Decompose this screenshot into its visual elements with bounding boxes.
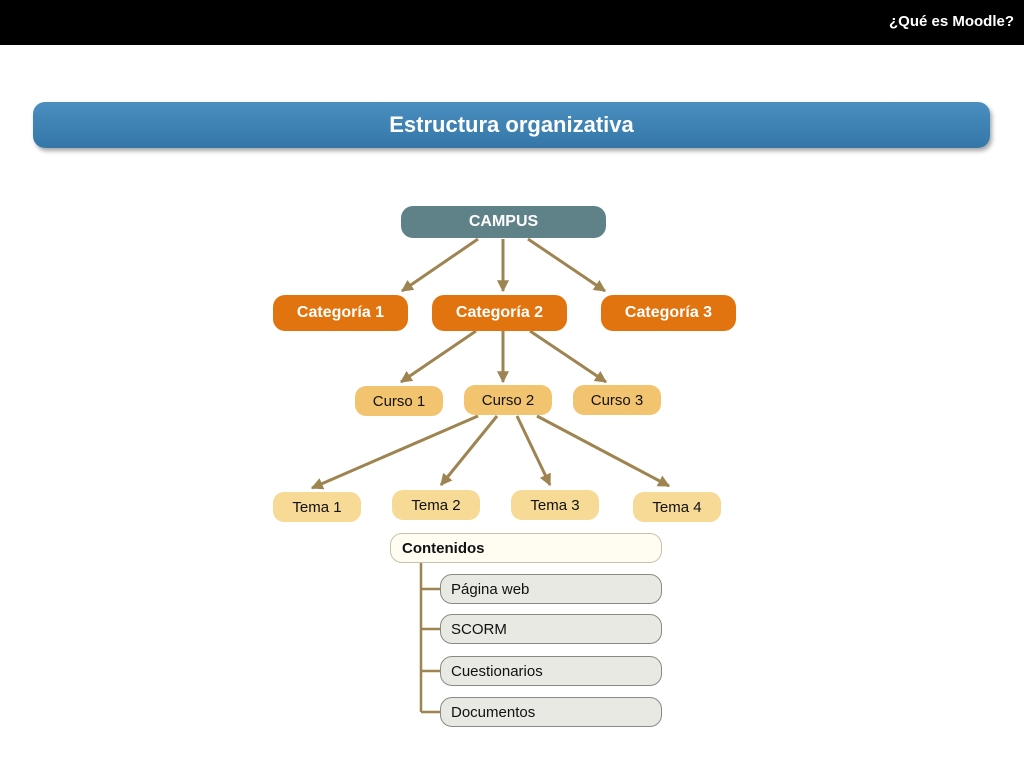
category-1-node: Categoría 1	[273, 295, 408, 331]
content-item-quizzes: Cuestionarios	[440, 656, 662, 686]
arrow-cat2-curso3	[529, 329, 607, 384]
arrow-campus-cat3	[527, 237, 606, 293]
topic-1-node: Tema 1	[273, 492, 361, 522]
course-1-node: Curso 1	[355, 386, 443, 416]
arrow-curso2-tema2	[439, 415, 499, 486]
presentation-title: ¿Qué es Moodle?	[888, 13, 1014, 30]
category-3-node: Categoría 3	[601, 295, 736, 331]
top-bar: ¿Qué es Moodle?	[0, 0, 1024, 45]
content-item-web-page: Página web	[440, 574, 662, 604]
course-3-node: Curso 3	[573, 385, 661, 415]
arrow-campus-cat1	[401, 237, 479, 293]
course-2-node: Curso 2	[464, 385, 552, 415]
topic-3-node: Tema 3	[511, 490, 599, 520]
topic-2-node: Tema 2	[392, 490, 480, 520]
arrow-curso2-tema4	[536, 414, 671, 488]
campus-node: CAMPUS	[401, 206, 606, 238]
content-item-documents: Documentos	[440, 697, 662, 727]
contents-header: Contenidos	[390, 533, 662, 563]
topic-4-node: Tema 4	[633, 492, 721, 522]
arrow-cat2-curso1	[400, 329, 477, 384]
slide-title-banner: Estructura organizativa	[33, 102, 990, 148]
contents-bracket	[419, 563, 440, 714]
arrow-curso2-tema1	[310, 414, 479, 490]
category-2-node: Categoría 2	[432, 295, 567, 331]
arrow-curso2-tema3	[515, 415, 552, 487]
content-item-scorm: SCORM	[440, 614, 662, 644]
